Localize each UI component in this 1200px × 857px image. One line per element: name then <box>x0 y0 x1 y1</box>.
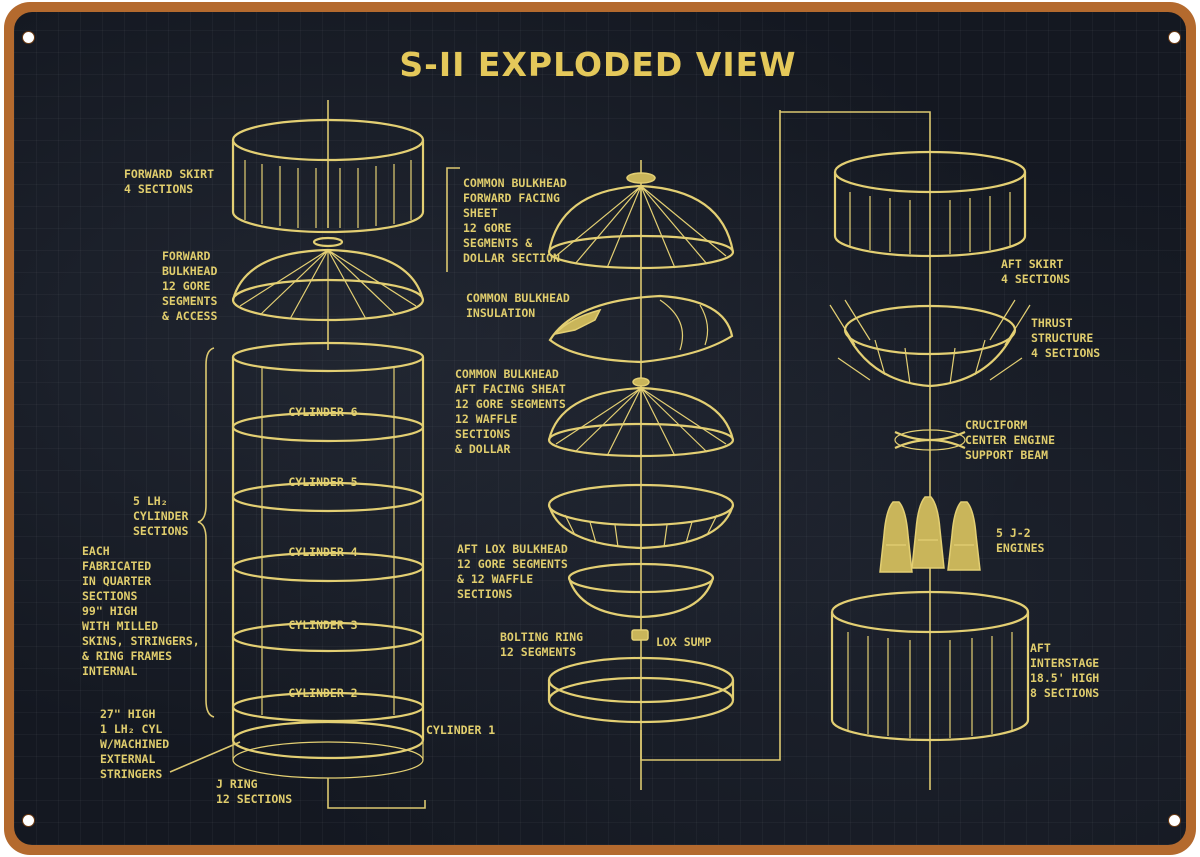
aft-skirt-drawing <box>833 150 1027 258</box>
label-bolting-ring: BOLTING RING 12 SEGMENTS <box>500 630 590 659</box>
label-engines: 5 J-2 ENGINES <box>996 526 1045 555</box>
cylinder-label: CYLINDER 3 <box>288 618 357 632</box>
label-forward-bulkhead: FORWARD BULKHEAD 12 GORE SEGMENTS & ACCE… <box>162 249 224 323</box>
aft-interstage-drawing <box>830 590 1030 742</box>
mounting-hole-top-left <box>22 31 35 44</box>
lox-sump-drawing <box>631 629 649 641</box>
label-forward-skirt: FORWARD SKIRT 4 SECTIONS <box>124 167 221 196</box>
label-thrust-structure: THRUST STRUCTURE 4 SECTIONS <box>1031 316 1100 360</box>
label-aft-skirt: AFT SKIRT 4 SECTIONS <box>1001 257 1070 286</box>
label-aft-lox-bulkhead: AFT LOX BULKHEAD 12 GORE SEGMENTS & 12 W… <box>457 542 575 601</box>
common-bulkhead-forward-drawing <box>547 172 735 270</box>
waffle-ring-drawing <box>547 483 735 550</box>
leader-line <box>169 741 241 773</box>
aft-lox-bulkhead-drawing <box>567 562 715 619</box>
cylinder-label: CYLINDER 4 <box>288 545 357 559</box>
leader-line <box>327 778 426 809</box>
mounting-hole-bottom-right <box>1168 814 1181 827</box>
cylinder-labels: CYLINDER 6 CYLINDER 5 CYLINDER 4 CYLINDE… <box>288 405 495 737</box>
connector-line <box>780 111 931 140</box>
common-bulkhead-insulation-drawing <box>548 294 734 364</box>
label-each-fabricated: EACH FABRICATED IN QUARTER SECTIONS 99" … <box>82 544 207 678</box>
label-cruciform: CRUCIFORM CENTER ENGINE SUPPORT BEAM <box>965 418 1062 462</box>
cylinder-label: CYLINDER 5 <box>288 475 357 489</box>
common-bulkhead-aft-drawing <box>547 377 735 458</box>
label-common-bulkhead-insulation: COMMON BULKHEAD INSULATION <box>466 291 577 320</box>
label-cylinder-sections: 5 LH₂ CYLINDER SECTIONS <box>133 494 195 538</box>
leader-line <box>446 167 460 272</box>
connector-line <box>640 110 781 761</box>
thrust-structure-drawing <box>829 299 1031 388</box>
label-common-bulkhead-aft: COMMON BULKHEAD AFT FACING SHEAT 12 GORE… <box>455 367 573 456</box>
cylinder-sections-brace <box>197 347 215 718</box>
forward-bulkhead-drawing <box>231 236 425 350</box>
bolting-ring-drawing <box>547 656 735 724</box>
cylinder-label: CYLINDER 1 <box>426 723 495 737</box>
cylinder-stack-drawing <box>231 341 425 779</box>
label-aft-interstage: AFT INTERSTAGE 18.5' HIGH 8 SECTIONS <box>1030 641 1106 700</box>
label-common-bulkhead-forward: COMMON BULKHEAD FORWARD FACING SHEET 12 … <box>463 176 574 265</box>
label-j-ring: J RING 12 SECTIONS <box>216 777 292 806</box>
cruciform-beam-drawing <box>894 429 966 451</box>
mounting-hole-bottom-left <box>22 814 35 827</box>
cylinder-label: CYLINDER 6 <box>288 405 357 419</box>
label-cylinder-1-description: 27" HIGH 1 LH₂ CYL W/MACHINED EXTERNAL S… <box>100 707 176 781</box>
forward-skirt-drawing <box>231 100 425 234</box>
label-lox-sump: LOX SUMP <box>656 635 711 649</box>
cylinder-label: CYLINDER 2 <box>288 686 357 700</box>
mounting-hole-top-right <box>1168 31 1181 44</box>
diagram-title: S-II EXPLODED VIEW <box>399 45 796 84</box>
j2-engines-drawing <box>879 496 981 573</box>
